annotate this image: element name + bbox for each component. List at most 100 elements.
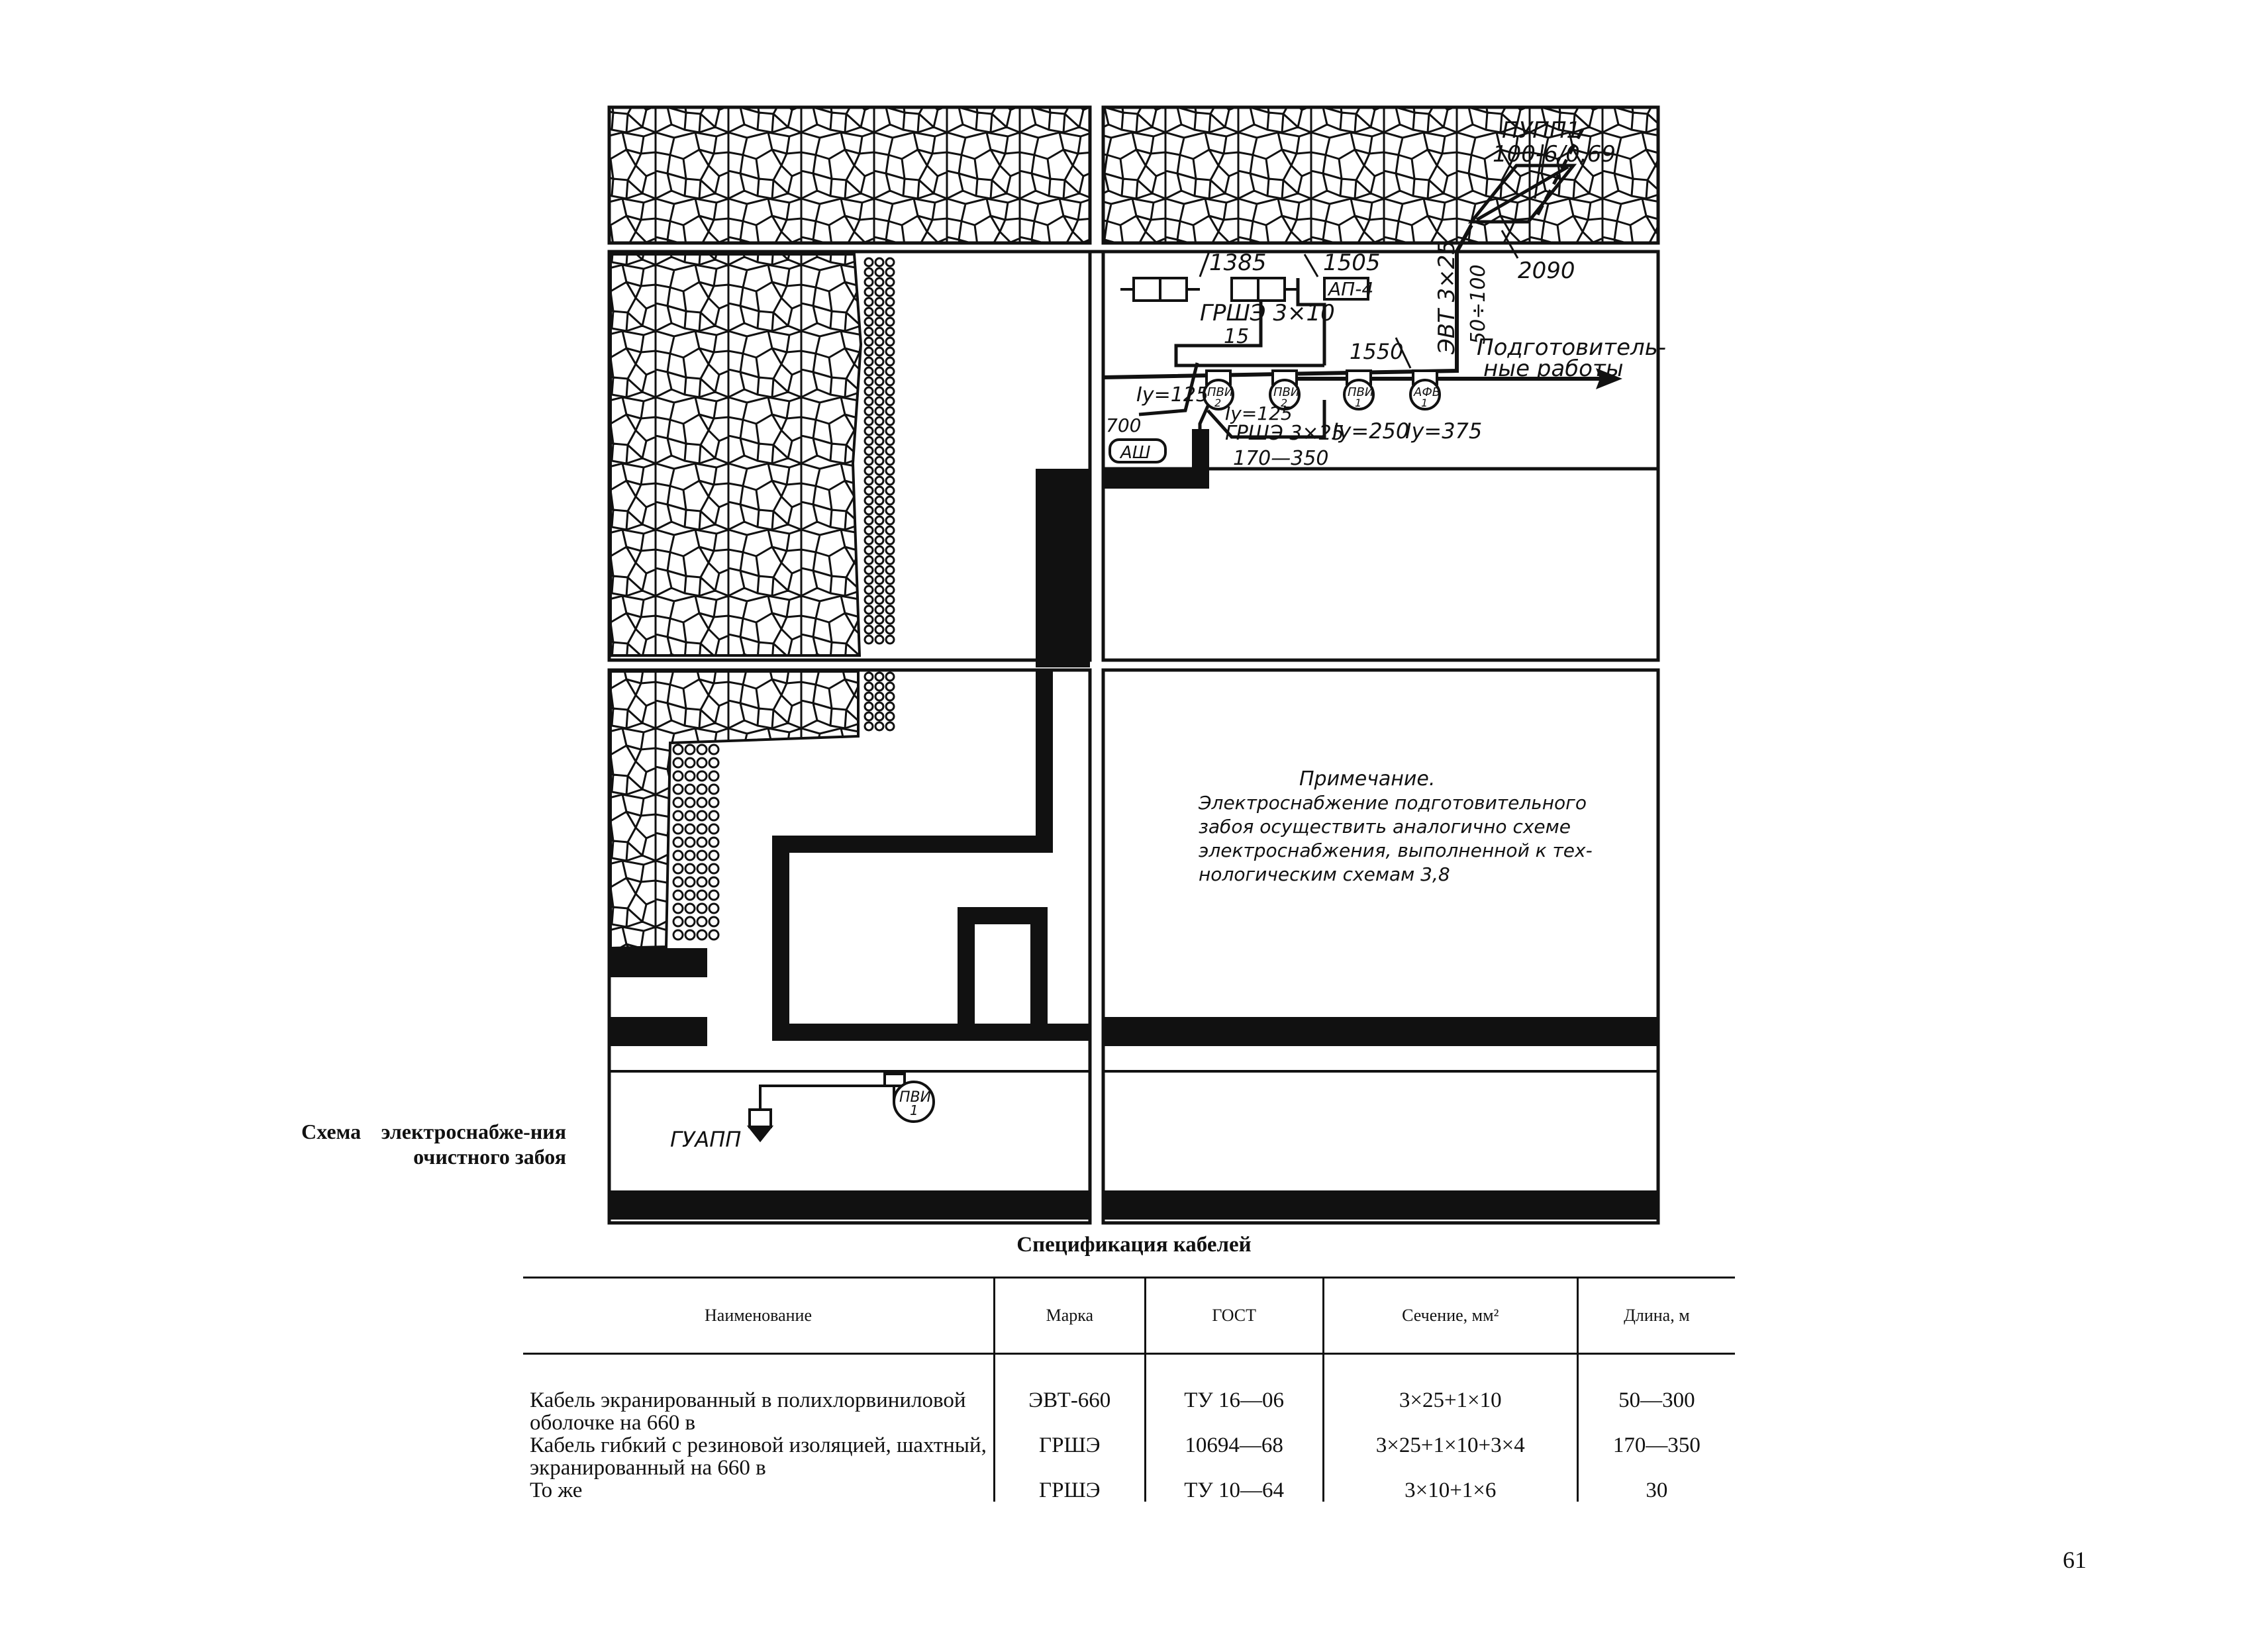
prep-work-label-1: Подготовитель- [1477, 334, 1666, 361]
support-prop-ring [885, 326, 895, 337]
support-prop-ring [885, 316, 895, 327]
support-prop-ring [885, 446, 895, 456]
support-prop-ring [885, 515, 895, 526]
substation-type: 100-6/0,69 [1493, 141, 1616, 168]
support-prop-ring [885, 376, 895, 387]
support-prop-ring [885, 475, 895, 486]
support-prop-ring [874, 416, 885, 426]
support-prop-ring [684, 849, 696, 861]
rock-mass-upper-left [609, 253, 863, 657]
support-props-upper [863, 257, 895, 732]
support-prop-ring [863, 721, 874, 732]
support-prop-ring [885, 555, 895, 565]
support-prop-ring [885, 624, 895, 635]
distance-1385: 1385 [1209, 250, 1267, 276]
support-prop-ring [885, 681, 895, 692]
ap4-box [1323, 277, 1369, 301]
support-prop-ring [874, 505, 885, 516]
substation-label: ПУПП1 [1502, 117, 1581, 144]
support-prop-ring [885, 614, 895, 625]
support-prop-ring [885, 436, 895, 446]
support-prop-ring [874, 614, 885, 625]
support-prop-ring [885, 386, 895, 397]
support-prop-ring [874, 446, 885, 456]
support-prop-ring [874, 456, 885, 466]
support-prop-ring [885, 267, 895, 277]
support-prop-ring [874, 595, 885, 605]
cell-name: Кабель экранированный в полихлорвинилово… [530, 1388, 966, 1435]
support-prop-ring [885, 634, 895, 645]
support-prop-ring [863, 634, 874, 645]
support-prop-ring [863, 671, 874, 682]
support-prop-ring [874, 515, 885, 526]
pvi-2a-num: 2 [1214, 397, 1221, 409]
rock-mass-lower-left [609, 670, 860, 950]
cell-section: 3×10+1×6 [1322, 1479, 1578, 1502]
support-prop-ring [874, 426, 885, 436]
support-prop-ring [672, 889, 684, 901]
support-prop-ring [708, 849, 720, 861]
distance-700: 700 [1106, 414, 1141, 436]
support-prop-ring [672, 797, 684, 808]
support-prop-ring [863, 346, 874, 357]
support-prop-ring [885, 495, 895, 506]
support-prop-ring [696, 783, 708, 795]
support-prop-ring [696, 876, 708, 888]
support-prop-ring [885, 691, 895, 702]
support-prop-ring [696, 863, 708, 875]
drift-walls [609, 429, 1658, 1220]
support-prop-ring [696, 757, 708, 769]
distance-1505: 1505 [1323, 250, 1381, 276]
support-prop-ring [863, 426, 874, 436]
setting-iy125-b: Iу=125 [1225, 403, 1293, 424]
support-prop-ring [696, 902, 708, 914]
support-prop-ring [863, 316, 874, 327]
cell-gost: ТУ 10—64 [1144, 1479, 1324, 1502]
support-prop-ring [874, 634, 885, 645]
support-prop-ring [863, 366, 874, 377]
support-prop-ring [874, 525, 885, 536]
guapp-label: ГУАПП [670, 1127, 741, 1152]
support-prop-ring [885, 565, 895, 575]
support-prop-ring [863, 267, 874, 277]
support-prop-ring [874, 386, 885, 397]
combine-block [1120, 277, 1299, 302]
support-prop-ring [885, 595, 895, 605]
support-prop-ring [885, 456, 895, 466]
support-prop-ring [708, 836, 720, 848]
afv-num: 1 [1421, 397, 1428, 409]
cable-length-170-350: 170—350 [1233, 447, 1329, 470]
support-prop-ring [863, 535, 874, 546]
support-prop-ring [863, 336, 874, 347]
support-prop-ring [684, 744, 696, 755]
switchgear-pvi-lower [883, 1073, 935, 1123]
support-prop-ring [696, 810, 708, 822]
support-prop-ring [874, 495, 885, 506]
support-prop-ring [885, 297, 895, 307]
cell-section: 3×25+1×10+3×4 [1322, 1434, 1578, 1479]
support-prop-ring [696, 770, 708, 782]
cell-mark: ГРШЭ [993, 1434, 1146, 1479]
note-block: Примечание. Электроснабжение подготовите… [1198, 767, 1593, 885]
support-prop-ring [874, 326, 885, 337]
support-prop-ring [874, 555, 885, 565]
support-prop-ring [874, 257, 885, 267]
support-prop-ring [874, 671, 885, 682]
leader-1505 [1303, 254, 1319, 277]
support-prop-ring [672, 863, 684, 875]
support-props-lower [672, 744, 720, 941]
support-prop-ring [885, 356, 895, 367]
support-prop-ring [708, 810, 720, 822]
setting-iy250: Iу=250 [1332, 418, 1409, 444]
support-prop-ring [684, 916, 696, 928]
support-prop-ring [885, 711, 895, 722]
pvi-lower-num: 1 [910, 1102, 918, 1118]
support-prop-ring [874, 465, 885, 476]
support-prop-ring [874, 535, 885, 546]
support-prop-ring [885, 525, 895, 536]
support-prop-ring [696, 836, 708, 848]
spec-title: Спецификация кабелей [1016, 1233, 1252, 1257]
support-prop-ring [863, 505, 874, 516]
support-prop-ring [696, 916, 708, 928]
